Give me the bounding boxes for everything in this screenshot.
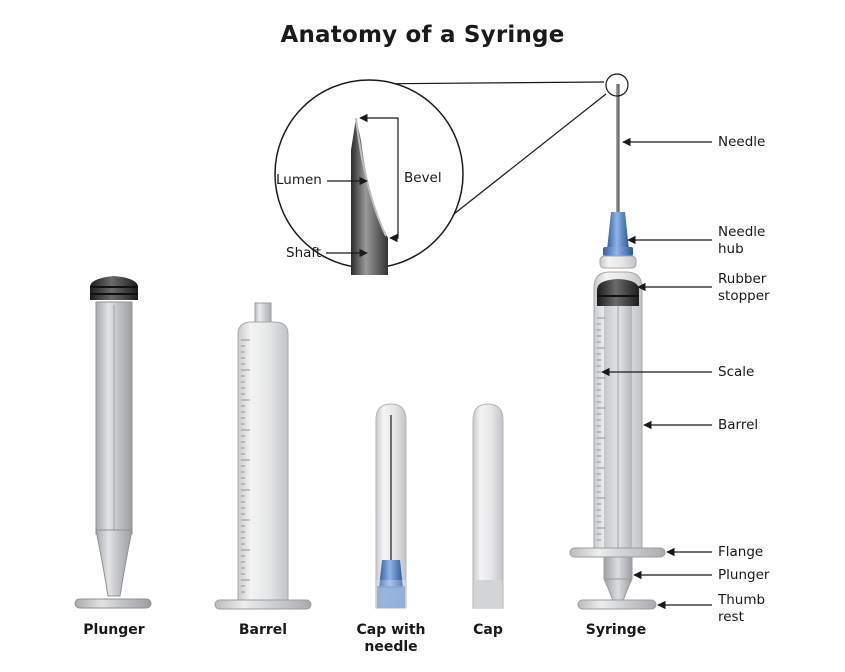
caption-barrel: Barrel: [238, 622, 288, 638]
needle-tip-magnifier: [274, 73, 629, 275]
shaft-label: Shaft: [286, 245, 322, 261]
caption-plunger: Plunger: [83, 622, 145, 638]
scale-label: Scale: [718, 364, 755, 380]
caption-cap: Cap: [473, 622, 503, 638]
lumen-label: Lumen: [276, 172, 322, 188]
rubber-stopper-label-line1: Rubber: [718, 271, 767, 287]
cap-with-needle-part: [375, 403, 407, 609]
rubber-stopper-label: Rubber stopper: [718, 271, 770, 305]
needle-hub-label-line1: Needle: [718, 224, 766, 240]
plunger-part: [74, 276, 152, 609]
caption-syringe: Syringe: [585, 622, 647, 638]
caption-cap-with-needle: Cap with needle: [341, 622, 441, 656]
needle-hub-label-line2: hub: [718, 241, 744, 257]
caption-cap-with-needle-line2: needle: [364, 639, 418, 655]
syringe-assembled: [569, 84, 666, 610]
plunger-callout-label: Plunger: [718, 567, 770, 583]
thumb-rest-label: Thumb rest: [718, 592, 765, 626]
needle-label: Needle: [718, 134, 766, 150]
barrel-scale: [241, 339, 250, 593]
syringe-scale: [597, 317, 605, 541]
thumb-rest-label-line1: Thumb: [718, 592, 766, 608]
flange-label: Flange: [718, 544, 764, 560]
thumb-rest-label-line2: rest: [718, 609, 744, 625]
caption-cap-with-needle-line1: Cap with: [356, 622, 426, 638]
barrel-part: [214, 302, 312, 610]
plunger-stopper: [90, 276, 138, 300]
needle-hub-label: Needle hub: [718, 224, 765, 258]
rubber-stopper-label-line2: stopper: [718, 288, 770, 304]
leader-lines: [601, 137, 712, 610]
diagram-title: Anatomy of a Syringe: [280, 22, 565, 48]
barrel-callout-label: Barrel: [718, 417, 759, 433]
bevel-label: Bevel: [404, 170, 442, 186]
cap-part: [472, 403, 504, 609]
